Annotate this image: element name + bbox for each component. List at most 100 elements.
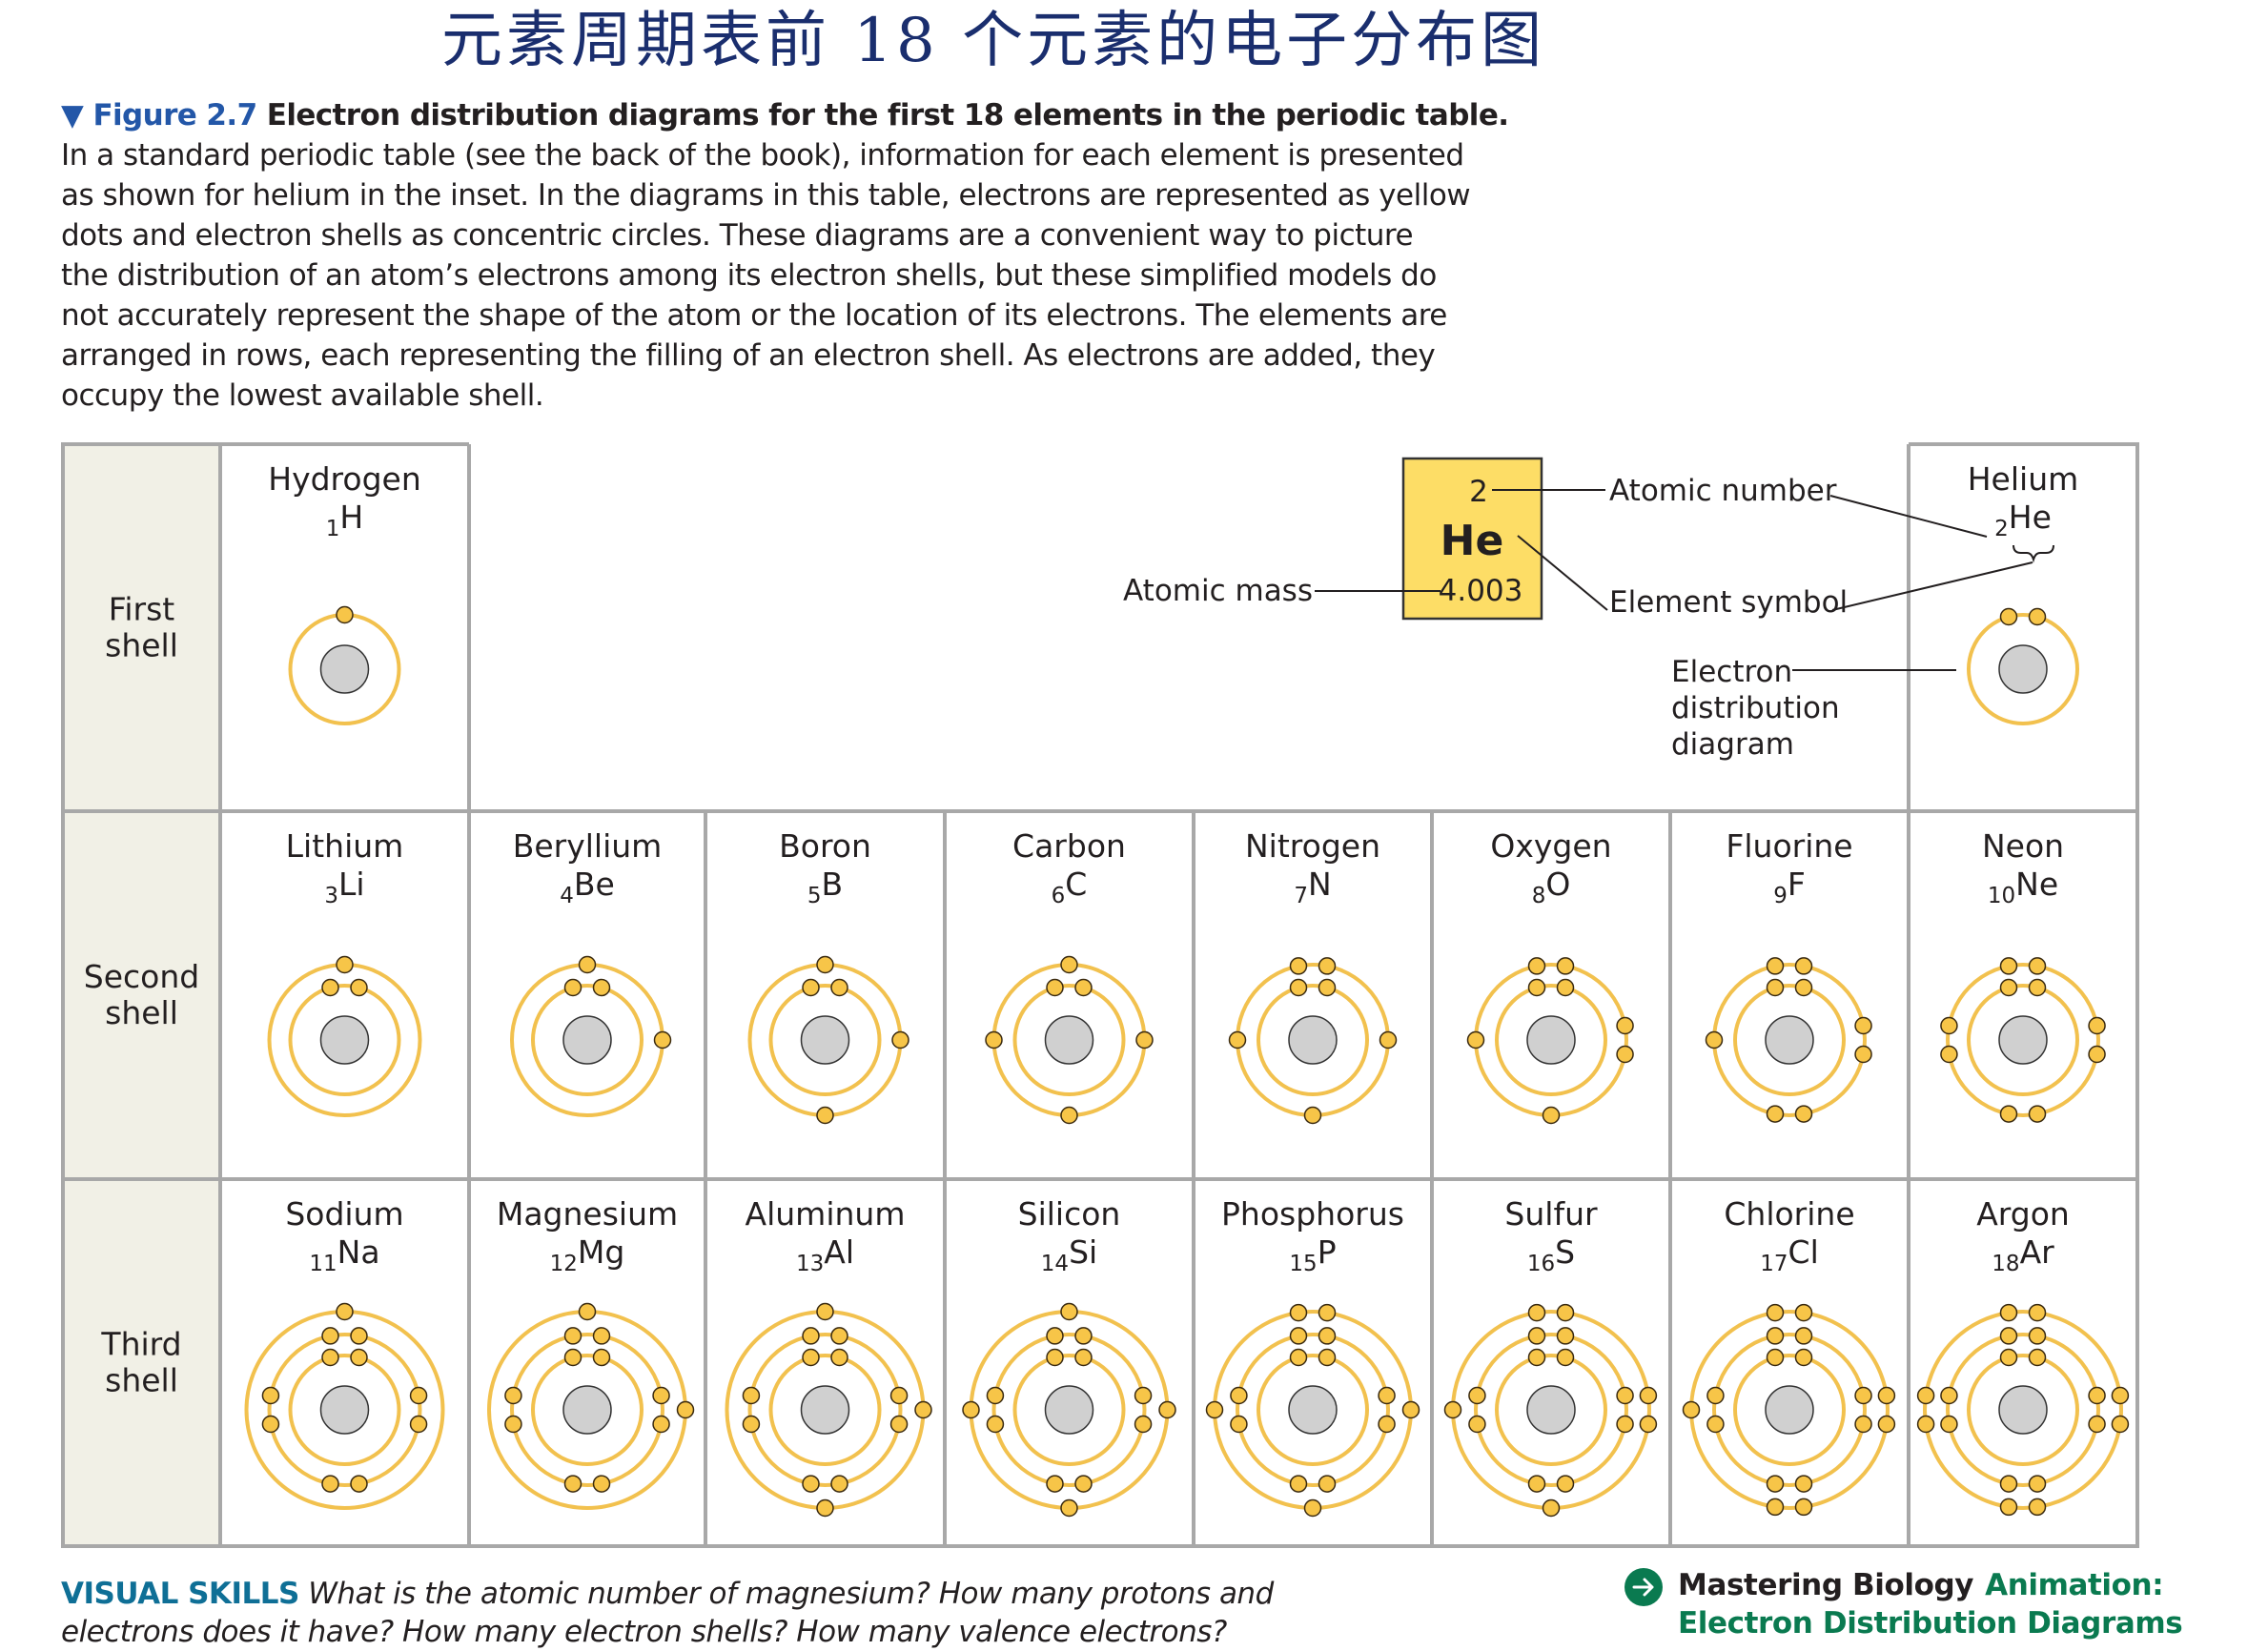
element-symbol: 11Na	[309, 1233, 379, 1276]
electron-dot	[1639, 1386, 1658, 1405]
electron-dot	[1542, 1106, 1561, 1125]
visual-skills-question: What is the atomic number of magnesium? …	[308, 1577, 1274, 1611]
nucleus	[319, 1385, 370, 1435]
chinese-title: 元素周期表前 18 个元素的电子分布图	[441, 6, 1546, 76]
electron-shell	[1474, 1333, 1628, 1487]
electron-dot	[2028, 1475, 2047, 1493]
electron-shell	[768, 984, 882, 1096]
electron-dot	[578, 1302, 597, 1321]
argon-electron-diagram	[1916, 1303, 2130, 1517]
aluminum-electron-diagram	[725, 1302, 932, 1518]
nucleus	[800, 1385, 850, 1435]
electron-shell	[1012, 984, 1126, 1096]
electron-dot	[1794, 1303, 1813, 1322]
electron-dot	[336, 605, 354, 624]
nucleus	[1288, 1015, 1338, 1065]
electron-dot	[2028, 1348, 2047, 1367]
electron-dot	[1766, 957, 1785, 975]
electron-shell	[1712, 1333, 1867, 1487]
electron-dot	[802, 1348, 820, 1367]
arrow-right-circle-icon[interactable]	[1624, 1568, 1663, 1606]
electron-dot	[1706, 1415, 1725, 1434]
phosphorus-electron-diagram	[1205, 1303, 1420, 1518]
electron-dot	[1074, 1475, 1093, 1493]
electron-dot	[563, 1327, 582, 1345]
electron-dot	[592, 1475, 611, 1493]
caption-marker-icon: ▼	[61, 98, 84, 132]
electron-dot	[1999, 607, 2018, 626]
electron-dot	[1134, 1386, 1153, 1405]
element-symbol: 1H	[326, 499, 363, 541]
nucleus	[1526, 1385, 1576, 1435]
electron-dot	[1999, 1327, 2018, 1345]
electron-dot	[1556, 957, 1575, 975]
element-name: Phosphorus	[1221, 1195, 1404, 1233]
electron-shell	[1733, 984, 1846, 1096]
element-name: Chlorine	[1724, 1195, 1854, 1233]
electron-dot	[1527, 1348, 1546, 1367]
electron-shell	[1257, 984, 1369, 1096]
electron-shell	[531, 984, 644, 1096]
electron-dot	[350, 978, 368, 997]
electron-dot	[1303, 1106, 1322, 1125]
electron-dot	[1794, 1105, 1813, 1123]
magnesium-electron-diagram	[487, 1302, 695, 1510]
electron-dot	[1556, 1303, 1575, 1322]
electron-dot	[1318, 978, 1337, 997]
element-name: Helium	[1968, 460, 2079, 498]
electron-dot	[1318, 1348, 1337, 1367]
electron-dot	[1527, 978, 1546, 997]
electron-dot	[914, 1400, 932, 1419]
electron-dot	[1289, 1303, 1308, 1322]
electron-dot	[350, 1348, 368, 1367]
electron-dot	[1877, 1386, 1896, 1405]
nucleus	[1044, 1385, 1094, 1435]
electron-dot	[1766, 978, 1785, 997]
electron-dot	[2028, 1105, 2047, 1123]
element-symbol: 7N	[1294, 866, 1331, 908]
mastering-title[interactable]: Electron Distribution Diagrams	[1678, 1606, 2183, 1641]
oxygen-electron-diagram	[1466, 957, 1634, 1125]
nucleus	[1044, 1015, 1094, 1065]
electron-shell	[1495, 1354, 1607, 1466]
electron-shell	[1923, 1310, 2123, 1510]
electron-dot	[676, 1400, 695, 1419]
electron-dot	[1916, 1415, 1935, 1434]
electron-dot	[1556, 978, 1575, 997]
electron-dot	[986, 1415, 1005, 1434]
electron-dot	[563, 1475, 582, 1493]
electron-shell	[1967, 613, 2079, 725]
nucleus	[1765, 1385, 1814, 1435]
electron-dot	[1854, 1386, 1872, 1405]
electron-dot	[2028, 1498, 2047, 1517]
carbon-electron-diagram	[985, 955, 1154, 1125]
sulfur-electron-diagram	[1443, 1303, 1658, 1518]
electron-dot	[1468, 1386, 1486, 1405]
electron-dot	[2028, 957, 2047, 975]
electron-dot	[816, 1106, 834, 1125]
electron-shell	[1257, 1354, 1369, 1466]
electron-dot	[350, 1327, 368, 1345]
electron-dot	[1705, 1030, 1724, 1050]
electron-dot	[1060, 1106, 1078, 1125]
element-symbol: 2He	[1994, 499, 2052, 541]
electron-dot	[1379, 1030, 1398, 1050]
electron-shell	[288, 1354, 401, 1466]
electron-dot	[1074, 978, 1093, 997]
electron-dot	[1289, 1327, 1308, 1345]
row-label-column	[63, 444, 220, 1546]
nitrogen-electron-diagram	[1228, 957, 1398, 1125]
electron-dot	[1766, 1327, 1785, 1345]
electron-dot	[1074, 1348, 1093, 1367]
electron-dot	[2111, 1415, 2130, 1434]
electron-dot	[1468, 1415, 1486, 1434]
electron-dot	[1289, 1348, 1308, 1367]
electron-shell	[1012, 1354, 1126, 1466]
element-symbol: 10Ne	[1988, 866, 2058, 908]
